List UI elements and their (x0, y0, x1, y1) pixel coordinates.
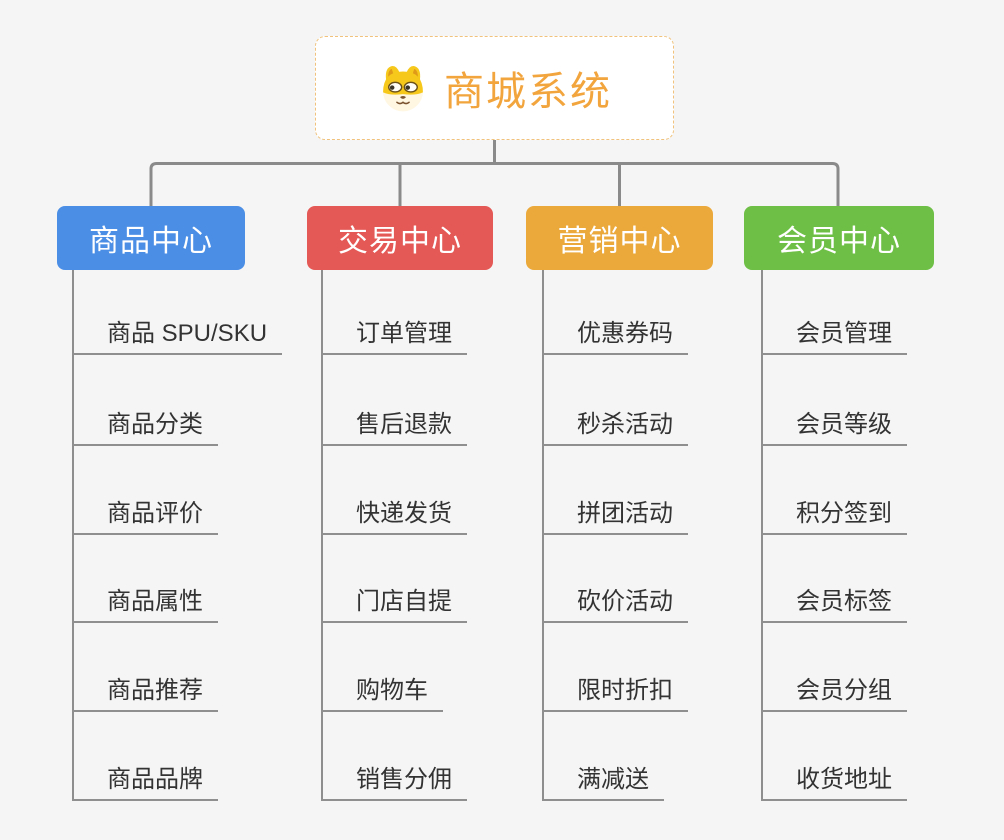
leaf-node-coupon-code[interactable]: 优惠券码 (542, 320, 688, 355)
leaf-node-after-sales-refund[interactable]: 售后退款 (321, 411, 467, 446)
leaf-node-member-management[interactable]: 会员管理 (761, 320, 907, 355)
leaf-node-points-checkin[interactable]: 积分签到 (761, 500, 907, 535)
leaf-node-member-group[interactable]: 会员分组 (761, 677, 907, 712)
leaf-node-group-buy[interactable]: 拼团活动 (542, 500, 688, 535)
leaf-node-product-category[interactable]: 商品分类 (72, 411, 218, 446)
leaf-node-product-recommend[interactable]: 商品推荐 (72, 677, 218, 712)
leaf-node-order-management[interactable]: 订单管理 (321, 320, 467, 355)
branch-node-product-center[interactable]: 商品中心 (57, 206, 245, 270)
leaf-node-full-reduction[interactable]: 满减送 (542, 766, 664, 801)
leaf-node-limited-time-discount[interactable]: 限时折扣 (542, 677, 688, 712)
branch-node-trade-center[interactable]: 交易中心 (307, 206, 493, 270)
leaf-node-store-pickup[interactable]: 门店自提 (321, 588, 467, 623)
dog-face-icon (383, 66, 423, 112)
root-node-mall-system[interactable]: 商城系统 (315, 36, 674, 140)
leaf-node-sales-commission[interactable]: 销售分佣 (321, 766, 467, 801)
root-node-title: 商城系统 (444, 70, 612, 114)
branch-node-marketing-center[interactable]: 营销中心 (526, 206, 713, 270)
leaf-node-product-spu-sku[interactable]: 商品 SPU/SKU (72, 320, 283, 355)
leaf-node-shipping-address[interactable]: 收货地址 (761, 766, 907, 801)
leaf-node-express-delivery[interactable]: 快递发货 (321, 500, 467, 535)
leaf-node-member-tag[interactable]: 会员标签 (761, 588, 907, 623)
leaf-node-member-level[interactable]: 会员等级 (761, 411, 907, 446)
leaf-node-flash-sale[interactable]: 秒杀活动 (542, 411, 688, 446)
leaf-node-product-attribute[interactable]: 商品属性 (72, 588, 218, 623)
leaf-node-product-review[interactable]: 商品评价 (72, 500, 218, 535)
leaf-node-shopping-cart[interactable]: 购物车 (321, 677, 443, 712)
leaf-node-bargain-activity[interactable]: 砍价活动 (542, 588, 688, 623)
leaf-node-product-brand[interactable]: 商品品牌 (72, 766, 218, 801)
branch-node-member-center[interactable]: 会员中心 (744, 206, 934, 270)
